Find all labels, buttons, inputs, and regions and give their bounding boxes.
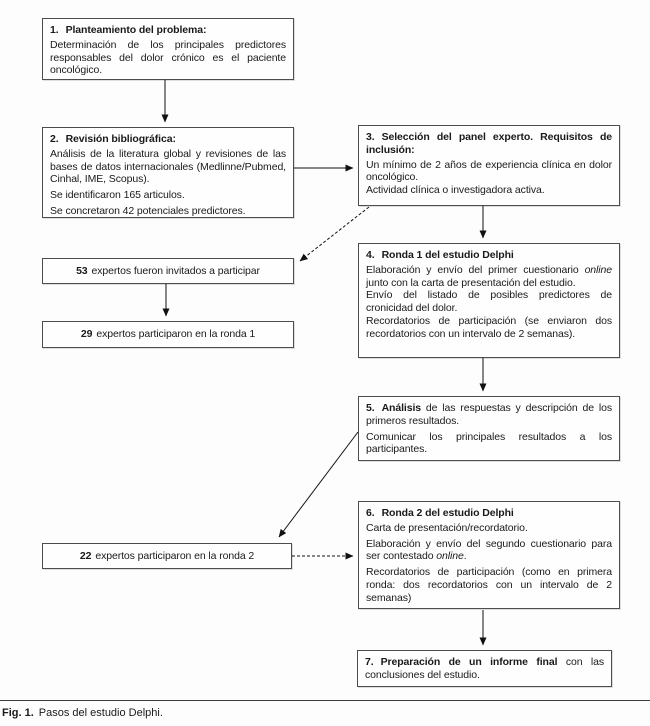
step-1-title: 1. Planteamiento del problema: (50, 24, 286, 37)
figure-caption-label: Fig. 1. (2, 707, 34, 719)
step-7-title-text: Preparación de un informe final (380, 656, 558, 668)
experts-invited-count: 53 (76, 264, 88, 277)
step-4-online-italic: online (584, 263, 613, 276)
step-4-body-1b: junto con la carta de presentación del e… (366, 276, 576, 289)
step-4-body-3: Recordatorios de participación (se envia… (366, 314, 612, 340)
step-6-delphi-round2-box: 6. Ronda 2 del estudio Delphi Carta de pr… (358, 501, 620, 609)
arrow-step5-to-round2-icon (278, 431, 359, 538)
step-3-body-1: Un mínimo de 2 años de experiencia clíni… (366, 158, 612, 184)
step-1-problem-box: 1. Planteamiento del problema: Determinac… (42, 18, 294, 80)
step-5-body-1-rest: de las respuestas y descripción de los p… (366, 402, 612, 427)
step-6-body-2b: . (463, 550, 467, 563)
caption-divider (0, 700, 650, 701)
step-4-number: 4. (366, 249, 375, 261)
experts-invited-label: expertos fueron invitados a participar (91, 264, 260, 277)
step-6-title: 6. Ronda 2 del estudio Delphi (366, 507, 612, 520)
experts-round1-box: 29 expertos participaron en la ronda 1 (42, 321, 294, 348)
step-5-body-1: 5. Análisis de las respuestas y descripci… (366, 402, 612, 428)
step-3-body-2: Actividad clínica o investigadora activa… (366, 184, 545, 197)
step-3-title: 3.Selección del panel experto. Requisito… (366, 131, 612, 157)
step-1-body: Determinación de los principales predict… (50, 38, 286, 77)
step-2-title: 2. Revisión bibliográfica: (50, 133, 286, 146)
step-1-title-text: Planteamiento del problema: (65, 24, 207, 36)
step-4-body-2: Envío del listado de posibles predictore… (366, 289, 612, 315)
step-5-title-text: Análisis (381, 402, 422, 414)
step-6-body-2: Elaboración y envío del segundo cuestion… (366, 538, 612, 564)
figure-caption-text: Pasos del estudio Delphi. (38, 707, 163, 719)
step-4-title: 4. Ronda 1 del estudio Delphi (366, 249, 612, 262)
experts-round2-label: expertos participaron en la ronda 2 (95, 549, 255, 562)
step-6-title-text: Ronda 2 del estudio Delphi (381, 507, 514, 519)
step-1-number: 1. (50, 24, 59, 36)
step-4-title-text: Ronda 1 del estudio Delphi (381, 249, 514, 261)
step-5-body-2: Comunicar los principales resultados a l… (366, 430, 612, 456)
experts-round1-label: expertos participaron en la ronda 1 (96, 328, 256, 341)
step-2-body-2: Se identificaron 165 articulos. (50, 189, 185, 202)
step-2-body-1: Análisis de la literatura global y revis… (50, 147, 286, 186)
step-6-body-1: Carta de presentación/recordatorio. (366, 521, 528, 534)
step-3-expert-panel-box: 3.Selección del panel experto. Requisito… (358, 125, 620, 206)
experts-round2-box: 22 expertos participaron en la ronda 2 (42, 543, 292, 569)
experts-round2-count: 22 (79, 549, 92, 562)
step-4-delphi-round1-box: 4. Ronda 1 del estudio Delphi Elaboración… (358, 243, 620, 358)
step-2-body-3: Se concretaron 42 potenciales predictore… (50, 204, 246, 217)
step-5-analysis-box: 5. Análisis de las respuestas y descripci… (358, 396, 620, 461)
experts-round1-count: 29 (80, 328, 93, 341)
step-7-body-rest: con las conclusiones del estudio. (365, 656, 604, 681)
step-6-body-3: Recordatorios de participación (como en … (366, 566, 612, 604)
step-2-title-text: Revisión bibliográfica: (65, 133, 176, 145)
step-6-online-italic: online (436, 550, 464, 563)
step-4-body-1a: Elaboración y envío del primer cuestiona… (366, 263, 585, 276)
step-6-body-2a: Elaboración y envío del segundo cuestion… (366, 537, 612, 563)
step-7-final-report-box: 7. Preparación de un informe final con la… (357, 650, 612, 687)
step-3-number: 3. (366, 131, 375, 143)
step-7-number: 7. (365, 656, 374, 668)
step-2-literature-review-box: 2. Revisión bibliográfica: Análisis de la… (42, 127, 294, 218)
step-5-number: 5. (366, 402, 375, 414)
step-3-title-text: Selección del panel experto. Requisitos … (366, 131, 612, 156)
figure-caption: Fig. 1. Pasos del estudio Delphi. (2, 706, 163, 720)
step-2-number: 2. (50, 133, 59, 145)
step-4-body-1: Elaboración y envío del primer cuestiona… (366, 264, 612, 290)
step-6-number: 6. (366, 507, 375, 519)
experts-invited-box: 53 expertos fueron invitados a participa… (42, 258, 294, 284)
step-7-body: 7. Preparación de un informe final con la… (365, 656, 604, 682)
